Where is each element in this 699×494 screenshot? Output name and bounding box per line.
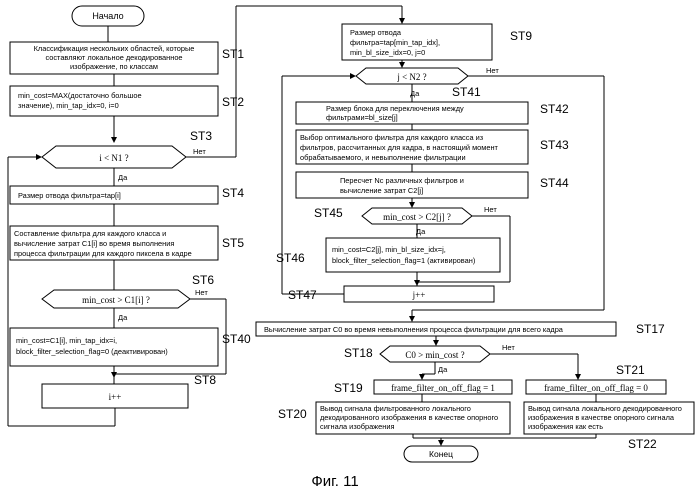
st47-step-label: ST47 — [288, 288, 317, 302]
st9-line-3: min_bl_size_idx=0, j=0 — [350, 48, 425, 57]
st17-label: Вычисление затрат С0 во время невыполнен… — [264, 325, 564, 334]
st20-line-2: декодированного изображения в качестве о… — [320, 413, 498, 422]
st22-line-3: изображения как есть — [528, 422, 603, 431]
st47-label: j++ — [412, 290, 426, 300]
st9-line-2: фильтра=tap[min_tap_idx], — [350, 38, 440, 47]
st42-line-1: Размер блока для переключения между — [326, 104, 464, 113]
st2-line-1: min_cost=MAX(достаточно большое — [18, 91, 142, 100]
st8-label: i++ — [109, 392, 122, 402]
st3-label: i < N1 ? — [99, 153, 128, 163]
st5-line-2: вычисление затрат С1[i] во время выполне… — [14, 239, 174, 248]
st9-line-1: Размер отвода — [350, 28, 402, 37]
st18-yes-label: Да — [438, 365, 448, 374]
st6-step-label: ST6 — [192, 273, 214, 287]
st43-step-label: ST43 — [540, 138, 569, 152]
st6-yes-label: Да — [118, 313, 128, 322]
st9-step-label: ST9 — [510, 29, 532, 43]
st43-line-1: Выбор оптимального фильтра для каждого к… — [300, 133, 484, 142]
st3-yes-label: Да — [118, 173, 128, 182]
st18-label: C0 > min_cost ? — [405, 350, 464, 360]
st43-line-3: обрабатываемого, и невыполнение фильтрац… — [300, 153, 466, 162]
st41-step-label: ST41 — [452, 85, 481, 99]
st20-line-1: Вывод сигнала фильтрованного локального — [320, 404, 471, 413]
st44-line-2: вычисление затрат С2[j] — [340, 186, 423, 195]
st6-label: min_cost > C1[i] ? — [82, 295, 150, 305]
st22-line-1: Вывод сигнала локального декодированного — [528, 404, 682, 413]
st40-step-label: ST40 — [222, 332, 251, 346]
st3-no-label: Нет — [193, 147, 206, 156]
st1-step-label: ST1 — [222, 47, 244, 61]
end-label: Конец — [429, 449, 453, 459]
st46-step-label: ST46 — [276, 251, 305, 265]
st40-line-1: min_cost=C1[i], min_tap_idx=i, — [16, 336, 117, 345]
st45-step-label: ST45 — [314, 206, 343, 220]
st19-step-label: ST19 — [334, 381, 363, 395]
st41-label: j < N2 ? — [396, 72, 426, 82]
st41-no-label: Нет — [486, 66, 499, 75]
st46-box — [326, 238, 500, 272]
st21-step-label: ST21 — [616, 363, 645, 377]
st44-line-1: Пересчет Nc различных фильтров и — [340, 176, 464, 185]
st1-line-2: составляют локальное декодированное — [45, 53, 182, 62]
st46-line-1: min_cost=C2[j], min_bl_size_idx=j, — [332, 245, 446, 254]
st40-line-2: block_filter_selection_flag=0 (деактивир… — [16, 347, 168, 356]
st20-step-label: ST20 — [278, 407, 307, 421]
st22-line-2: изображения в качестве опорного сигнала — [528, 413, 675, 422]
st22-step-label: ST22 — [628, 437, 657, 451]
st18-step-label: ST18 — [344, 346, 373, 360]
st8-step-label: ST8 — [194, 373, 216, 387]
st1-line-1: Классификация нескольких областей, котор… — [34, 44, 195, 53]
st1-line-3: изображение, по классам — [70, 62, 158, 71]
st19-label: frame_filter_on_off_flag = 1 — [391, 383, 495, 393]
st21-label: frame_filter_on_off_flag = 0 — [544, 383, 648, 393]
st45-no-label: Нет — [484, 205, 497, 214]
st44-step-label: ST44 — [540, 176, 569, 190]
st42-step-label: ST42 — [540, 102, 569, 116]
st45-yes-label: Да — [416, 227, 426, 236]
st2-step-label: ST2 — [222, 95, 244, 109]
st43-line-2: фильтров, рассчитанных для кадра, в наст… — [300, 143, 499, 152]
st42-line-2: фильтрами=bl_size[j] — [326, 113, 398, 122]
st45-label: min_cost > C2[j] ? — [383, 212, 451, 222]
st18-no-label: Нет — [502, 343, 515, 352]
st6-no-label: Нет — [195, 288, 208, 297]
st2-line-2: значение), min_tap_idx=0, i=0 — [18, 101, 119, 110]
st5-step-label: ST5 — [222, 236, 244, 250]
st20-line-3: сигнала изображения — [320, 422, 394, 431]
figure-caption: Фиг. 11 — [311, 473, 358, 490]
st3-step-label: ST3 — [190, 129, 212, 143]
st4-label: Размер отвода фильтра=tap[i] — [18, 191, 121, 200]
st17-step-label: ST17 — [636, 322, 665, 336]
st4-step-label: ST4 — [222, 186, 244, 200]
st46-line-2: block_filter_selection_flag=1 (активиров… — [332, 256, 475, 265]
st5-line-1: Составление фильтра для каждого класса и — [14, 229, 166, 238]
st5-line-3: процесса фильтрации для каждого пиксела … — [14, 249, 192, 258]
start-label: Начало — [92, 11, 123, 21]
